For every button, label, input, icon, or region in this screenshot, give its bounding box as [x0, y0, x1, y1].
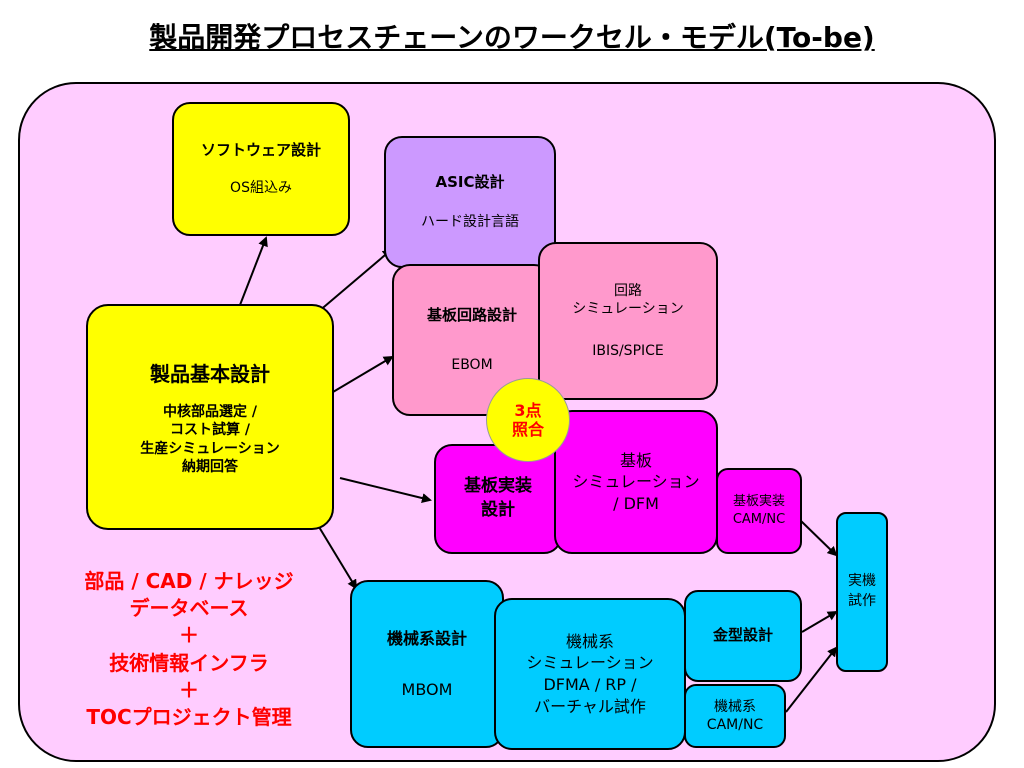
prototype-box: 実機 試作: [836, 512, 888, 672]
board-mount-design-line1: 基板実装: [464, 476, 532, 497]
infra-line1: 部品 / CAD / ナレッジ: [84, 569, 294, 593]
mechanical-simulation-line3: DFMA / RP /: [543, 675, 637, 694]
circuit-simulation-line1: 回路: [614, 282, 642, 299]
mold-design-title: 金型設計: [712, 626, 773, 645]
mechanical-design-title: 機械系設計: [386, 629, 467, 649]
product-basic-design-line2: コスト試算 /: [170, 422, 250, 439]
three-point-check-badge: 3点 照合: [486, 378, 570, 462]
prototype-line2: 試作: [848, 592, 876, 609]
software-design-title: ソフトウェア設計: [200, 141, 321, 160]
product-basic-design-title: 製品基本設計: [150, 362, 270, 387]
product-basic-design-line4: 納期回答: [182, 458, 238, 475]
board-simulation-line1: 基板: [619, 450, 652, 470]
circuit-simulation-sub: IBIS/SPICE: [592, 343, 664, 360]
asic-design-title: ASIC設計: [435, 173, 505, 192]
mechanical-design-box: 機械系設計 MBOM: [350, 580, 504, 748]
mold-design-box: 金型設計: [684, 590, 802, 682]
infra-line4: TOCプロジェクト管理: [86, 704, 292, 729]
infrastructure-text: 部品 / CAD / ナレッジ データベース ＋ 技術情報インフラ ＋ TOCプ…: [50, 568, 328, 731]
mechanical-cam-line2: CAM/NC: [706, 717, 764, 733]
circuit-simulation-line2: シミュレーション: [572, 300, 684, 317]
infra-line3: 技術情報インフラ: [109, 650, 269, 675]
board-simulation-line3: / DFM: [613, 493, 659, 513]
infra-line2: データベース: [129, 596, 249, 621]
mechanical-simulation-box: 機械系 シミュレーション DFMA / RP / バーチャル試作: [494, 598, 686, 750]
board-mount-design-box: 基板実装 設計: [434, 444, 562, 554]
mechanical-cam-line1: 機械系: [714, 698, 756, 715]
three-point-check-line1: 3点: [514, 400, 542, 420]
page-title: 製品開発プロセスチェーンのワークセル・モデル(To-be): [149, 21, 875, 54]
asic-design-box: ASIC設計 ハード設計言語: [384, 136, 556, 268]
circuit-design-sub: EBOM: [451, 356, 493, 373]
mechanical-simulation-line2: シミュレーション: [526, 653, 654, 673]
circuit-design-title: 基板回路設計: [426, 306, 517, 325]
product-basic-design-box: 製品基本設計 中核部品選定 / コスト試算 / 生産シミュレーション 納期回答: [86, 304, 334, 530]
board-simulation-box: 基板 シミュレーション / DFM: [554, 410, 718, 554]
circuit-simulation-box: 回路 シミュレーション IBIS/SPICE: [538, 242, 718, 400]
board-mount-cam-line1: 基板実装: [732, 494, 785, 510]
three-point-check-line2: 照合: [511, 420, 544, 439]
circuit-design-box: 基板回路設計 EBOM: [392, 264, 552, 416]
product-basic-design-line3: 生産シミュレーション: [140, 440, 280, 457]
infra-plus2: ＋: [179, 677, 199, 702]
board-mount-cam-line2: CAM/NC: [732, 512, 786, 527]
prototype-line1: 実機: [848, 573, 876, 589]
product-basic-design-line1: 中核部品選定 /: [163, 404, 257, 421]
mechanical-simulation-line4: バーチャル試作: [534, 696, 646, 716]
board-mount-cam-box: 基板実装 CAM/NC: [716, 468, 802, 554]
software-design-box: ソフトウェア設計 OS組込み: [172, 102, 350, 236]
board-mount-design-line2: 設計: [481, 500, 515, 520]
mechanical-design-sub: MBOM: [401, 679, 453, 699]
mechanical-cam-box: 機械系 CAM/NC: [684, 684, 786, 748]
software-design-sub: OS組込み: [230, 179, 292, 196]
mechanical-simulation-line1: 機械系: [565, 631, 614, 651]
infra-plus1: ＋: [179, 623, 199, 648]
asic-design-sub: ハード設計言語: [421, 213, 519, 230]
board-simulation-line2: シミュレーション: [572, 472, 700, 492]
